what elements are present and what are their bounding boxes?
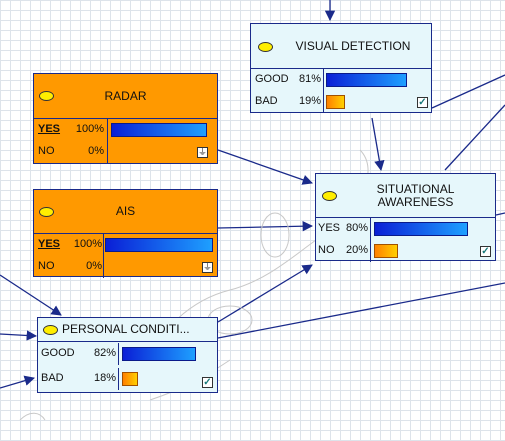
probability-bar bbox=[105, 238, 213, 252]
edge-radar-to-situational-awareness bbox=[217, 149, 313, 185]
probability-bar bbox=[111, 123, 207, 137]
node-indicator-icon bbox=[258, 42, 273, 52]
node-ais[interactable]: AIS YES 100% NO 0% ⏚ bbox=[33, 189, 218, 278]
edge-situational-awareness-to-right-2 bbox=[495, 212, 505, 216]
evidence-icon[interactable]: ⏚ bbox=[202, 262, 213, 273]
checkbox-icon[interactable]: ✓ bbox=[202, 377, 213, 388]
state-value: 19% bbox=[298, 95, 321, 107]
node-indicator-icon bbox=[43, 325, 58, 335]
state-label: GOOD bbox=[255, 73, 289, 85]
state-divider bbox=[118, 368, 119, 390]
edge-visual-detection-to-situational-awareness bbox=[371, 117, 385, 172]
node-ais-header[interactable]: AIS bbox=[34, 190, 217, 234]
state-label: NO bbox=[38, 260, 55, 272]
state-divider bbox=[103, 256, 104, 278]
state-label: GOOD bbox=[41, 347, 75, 359]
edge-left-to-personal-condition bbox=[0, 274, 62, 316]
state-divider bbox=[323, 69, 324, 91]
state-row: GOOD 81% bbox=[251, 69, 431, 91]
state-label: NO bbox=[318, 244, 335, 256]
node-title: AIS bbox=[115, 204, 136, 218]
state-label: BAD bbox=[255, 95, 278, 107]
edge-ais-to-situational-awareness bbox=[217, 221, 314, 232]
state-value: 20% bbox=[345, 244, 368, 256]
node-visual-detection-header[interactable]: VISUAL DETECTION bbox=[251, 24, 431, 69]
node-title: VISUAL DETECTION bbox=[295, 38, 411, 53]
node-personal-condition[interactable]: PERSONAL CONDITI... GOOD 82% BAD 18% ✓ bbox=[37, 317, 218, 393]
state-divider bbox=[107, 141, 108, 163]
probability-bar bbox=[374, 222, 469, 236]
state-divider bbox=[323, 91, 324, 113]
state-row: BAD 19% bbox=[251, 91, 431, 113]
state-row: NO 0% bbox=[34, 141, 217, 163]
state-label: YES bbox=[318, 222, 341, 234]
probability-bar bbox=[374, 244, 398, 258]
state-row: YES 100% bbox=[34, 119, 217, 141]
edge-left-to-personal-condition-3 bbox=[0, 375, 35, 389]
state-value: 0% bbox=[86, 260, 102, 272]
state-label: YES bbox=[38, 123, 61, 135]
state-value: 100% bbox=[73, 238, 102, 250]
state-row: YES 100% bbox=[34, 234, 217, 256]
state-value: 18% bbox=[93, 372, 116, 384]
evidence-icon[interactable]: ⏚ bbox=[197, 147, 208, 158]
state-value: 80% bbox=[345, 222, 368, 234]
probability-bar bbox=[122, 347, 196, 361]
state-divider bbox=[118, 343, 119, 365]
state-label: YES bbox=[38, 238, 61, 250]
node-title: SITUATIONAL AWARENESS bbox=[376, 181, 455, 209]
probability-bar bbox=[326, 73, 407, 87]
state-row: NO 0% bbox=[34, 256, 217, 278]
node-situational-awareness-header[interactable]: SITUATIONAL AWARENESS bbox=[316, 174, 495, 218]
state-divider bbox=[370, 218, 371, 240]
state-row: NO 20% bbox=[316, 240, 495, 262]
state-row: GOOD 82% bbox=[38, 343, 217, 365]
probability-bar bbox=[326, 95, 345, 109]
edge-personal-condition-to-situational-awareness bbox=[217, 264, 313, 323]
node-radar[interactable]: RADAR YES 100% NO 0% ⏚ bbox=[33, 73, 218, 164]
state-value: 0% bbox=[88, 145, 104, 157]
state-value: 81% bbox=[298, 73, 321, 85]
watermark-curve-3 bbox=[19, 412, 46, 421]
node-radar-header[interactable]: RADAR bbox=[34, 74, 217, 119]
state-divider bbox=[370, 240, 371, 262]
node-title: RADAR bbox=[104, 88, 147, 103]
edge-left-to-personal-condition-2 bbox=[0, 330, 38, 341]
edge-personal-condition-to-right bbox=[217, 282, 505, 339]
state-label: NO bbox=[38, 145, 55, 157]
node-title: PERSONAL CONDITI... bbox=[62, 322, 190, 336]
edge-visual-detection-to-right bbox=[431, 74, 505, 109]
state-divider bbox=[103, 234, 104, 256]
state-divider bbox=[107, 119, 108, 141]
node-indicator-icon bbox=[322, 191, 337, 201]
state-value: 100% bbox=[75, 123, 104, 135]
node-indicator-icon bbox=[39, 207, 54, 217]
node-visual-detection[interactable]: VISUAL DETECTION GOOD 81% BAD 19% ✓ bbox=[250, 23, 432, 113]
watermark-ellipse-2 bbox=[260, 212, 290, 258]
checkbox-icon[interactable]: ✓ bbox=[417, 97, 428, 108]
node-situational-awareness[interactable]: SITUATIONAL AWARENESS YES 80% NO 20% ✓ bbox=[315, 173, 496, 262]
probability-bar bbox=[122, 372, 139, 386]
edge-situational-awareness-to-right bbox=[444, 104, 505, 171]
node-indicator-icon bbox=[39, 91, 54, 101]
state-value: 82% bbox=[93, 347, 116, 359]
node-personal-condition-header[interactable]: PERSONAL CONDITI... bbox=[38, 318, 217, 342]
state-row: YES 80% bbox=[316, 218, 495, 240]
state-label: BAD bbox=[41, 372, 64, 384]
checkbox-icon[interactable]: ✓ bbox=[480, 246, 491, 257]
state-row: BAD 18% bbox=[38, 368, 217, 390]
